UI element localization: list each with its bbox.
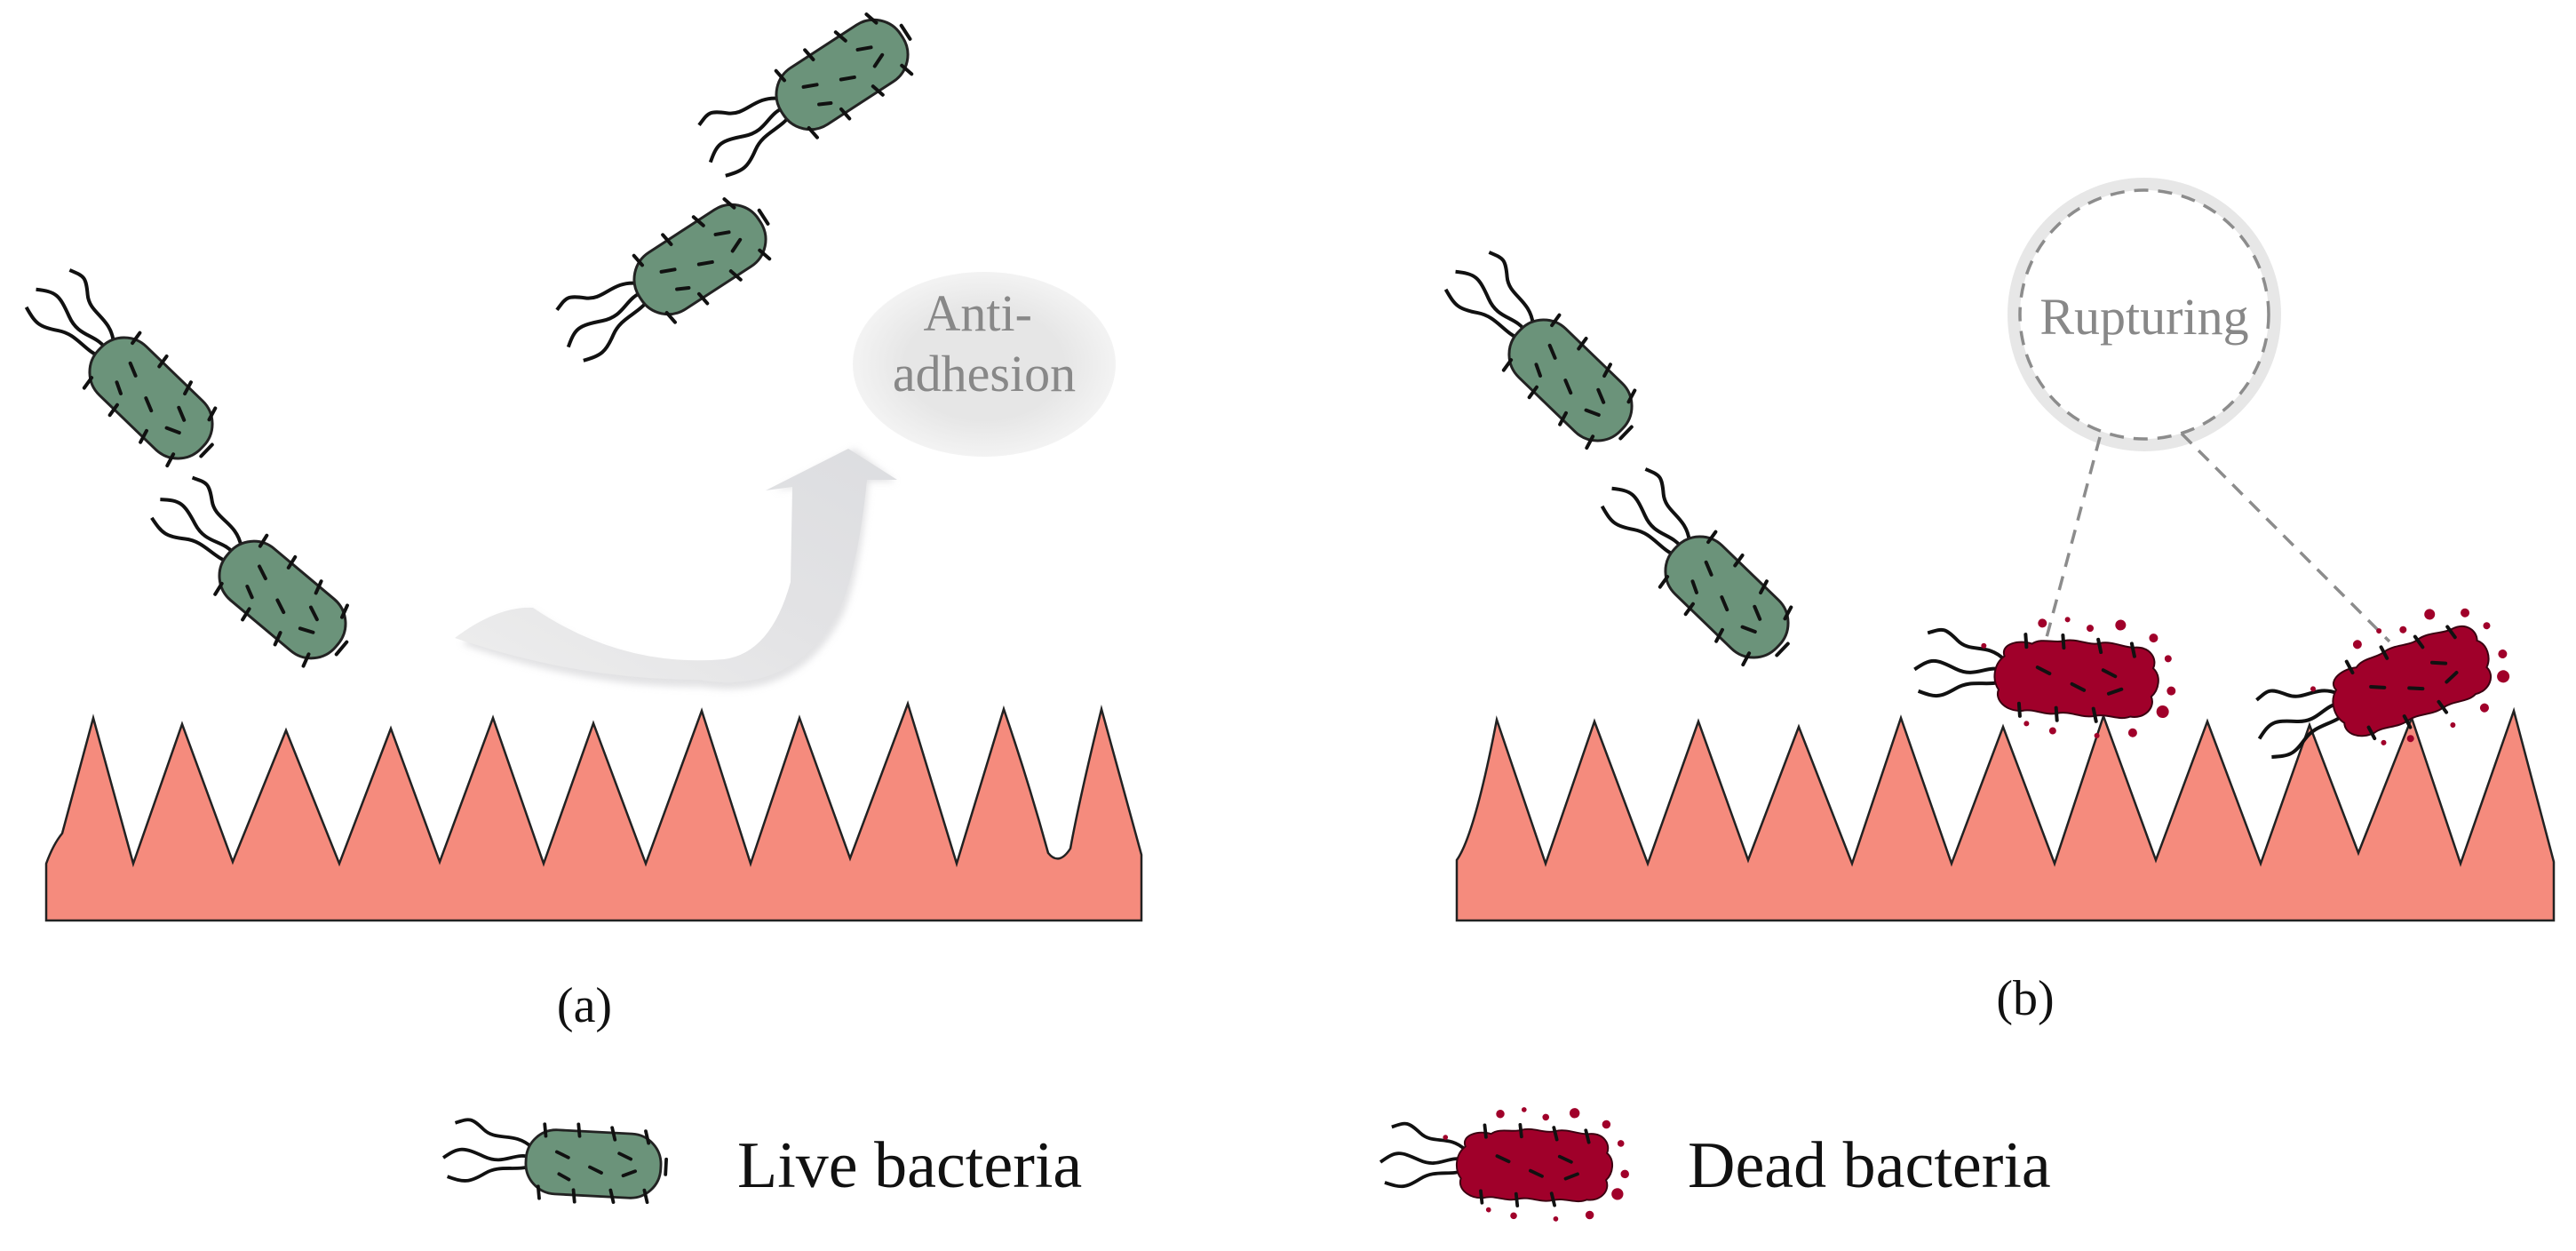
panel-b: Rupturing (b) xyxy=(1427,178,2556,1026)
live-bacterium xyxy=(133,465,370,682)
rupturing-leader-1 xyxy=(2043,436,2102,645)
dead-bacterium-icon xyxy=(1377,1099,1634,1226)
legend-label-dead: Dead bacteria xyxy=(1688,1129,2051,1202)
live-bacterium xyxy=(7,257,236,482)
anti-adhesion-line-2: adhesion xyxy=(893,345,1076,402)
rupturing-circle xyxy=(2018,188,2270,441)
live-bacterium xyxy=(1427,239,1656,465)
legend-item-live: Live bacteria xyxy=(439,1115,1082,1208)
legend: Live bacteria Dead bacteria xyxy=(439,1099,2051,1226)
live-bacterium xyxy=(543,181,789,382)
spiked-surface-a xyxy=(44,700,1143,922)
spiked-surface-b xyxy=(1455,706,2556,922)
legend-label-live: Live bacteria xyxy=(737,1129,1082,1202)
anti-adhesion-label: Anti- adhesion xyxy=(893,284,1076,402)
panel-a: Anti- adhesion (a) xyxy=(7,0,1143,1033)
dead-bacterium xyxy=(1908,603,2182,745)
anti-adhesion-arrow xyxy=(455,449,897,689)
rupturing-callout: Rupturing xyxy=(2008,178,2391,645)
panel-b-label: (b) xyxy=(1996,971,2054,1026)
live-bacterium xyxy=(1583,456,1812,681)
anti-adhesion-line-1: Anti- xyxy=(924,284,1032,342)
rupturing-label: Rupturing xyxy=(2039,288,2248,346)
dead-bacterium xyxy=(2235,586,2527,793)
legend-item-dead: Dead bacteria xyxy=(1377,1099,2051,1226)
live-bacterium-icon xyxy=(439,1115,670,1208)
live-bacterium xyxy=(685,0,931,197)
rupturing-leader-2 xyxy=(2180,432,2391,643)
anti-adhesion-bubble xyxy=(853,272,1116,457)
panel-a-label: (a) xyxy=(557,978,612,1033)
